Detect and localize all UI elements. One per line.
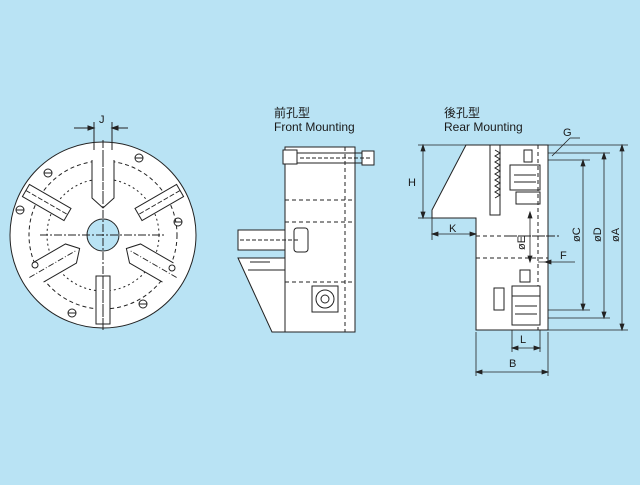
rear-dimensions	[418, 137, 628, 376]
bolt-holes	[15, 153, 183, 318]
rear-title-cn: 後孔型	[444, 106, 480, 120]
dim-g-label: G	[563, 127, 572, 139]
jaw-slot-right	[125, 243, 177, 283]
dim-j-label: J	[99, 114, 105, 126]
rear-title-en: Rear Mounting	[444, 120, 523, 134]
dim-a-label: øA	[610, 227, 622, 242]
dim-d-label: øD	[592, 227, 604, 242]
dim-f-label: F	[560, 250, 567, 262]
rear-body	[431, 144, 549, 331]
dim-h-label: H	[408, 177, 416, 189]
dim-c-label: øC	[571, 227, 583, 242]
front-mounting-view	[237, 146, 375, 333]
chuck-face-view	[9, 122, 197, 330]
radial-slot-a	[134, 183, 185, 222]
dim-l-label: L	[520, 334, 526, 346]
front-title-en: Front Mounting	[274, 120, 355, 134]
chuck-inner-dashed-circle	[28, 160, 178, 310]
rear-mounting-view	[431, 144, 560, 331]
dim-j	[74, 122, 128, 150]
jaw-slot-left	[29, 243, 81, 283]
front-title-cn: 前孔型	[274, 105, 310, 120]
dim-k-label: K	[449, 223, 457, 235]
dim-b-label: B	[509, 358, 516, 370]
dim-e-label: øE	[516, 236, 528, 250]
radial-slot-c	[21, 183, 72, 222]
